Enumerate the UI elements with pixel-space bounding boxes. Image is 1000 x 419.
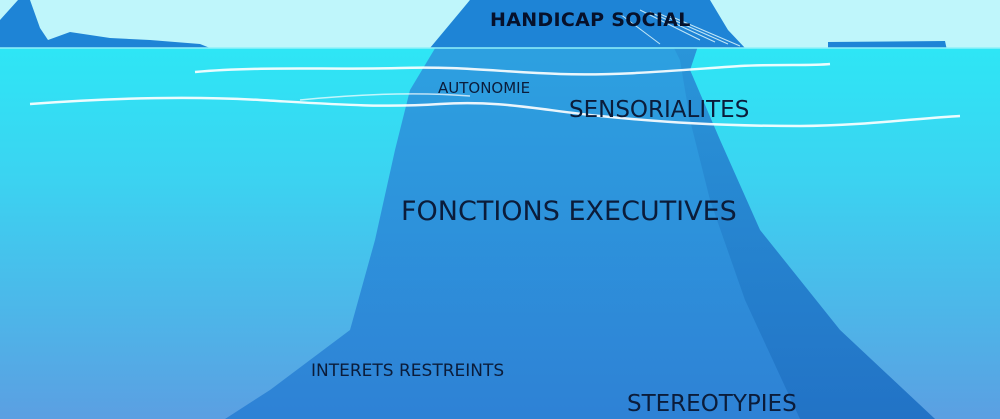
label-fonctions-executives: FONCTIONS EXECUTIVES [401, 196, 737, 227]
label-interets-restreints: INTERETS RESTREINTS [311, 361, 505, 381]
wave-upper [194, 62, 831, 76]
label-handicap-social: HANDICAP SOCIAL [490, 9, 691, 31]
tip-highlights [619, 9, 741, 47]
wave-lower [299, 93, 471, 101]
label-autonomie: AUTONOMIE [438, 79, 531, 97]
label-stereotypies: STEREOTYPIES [627, 391, 797, 417]
wave-middle [29, 96, 961, 128]
label-sensorialites: SENSORIALITES [569, 97, 750, 123]
iceberg-tip [430, 0, 745, 48]
distant-ice-left [0, 0, 210, 48]
